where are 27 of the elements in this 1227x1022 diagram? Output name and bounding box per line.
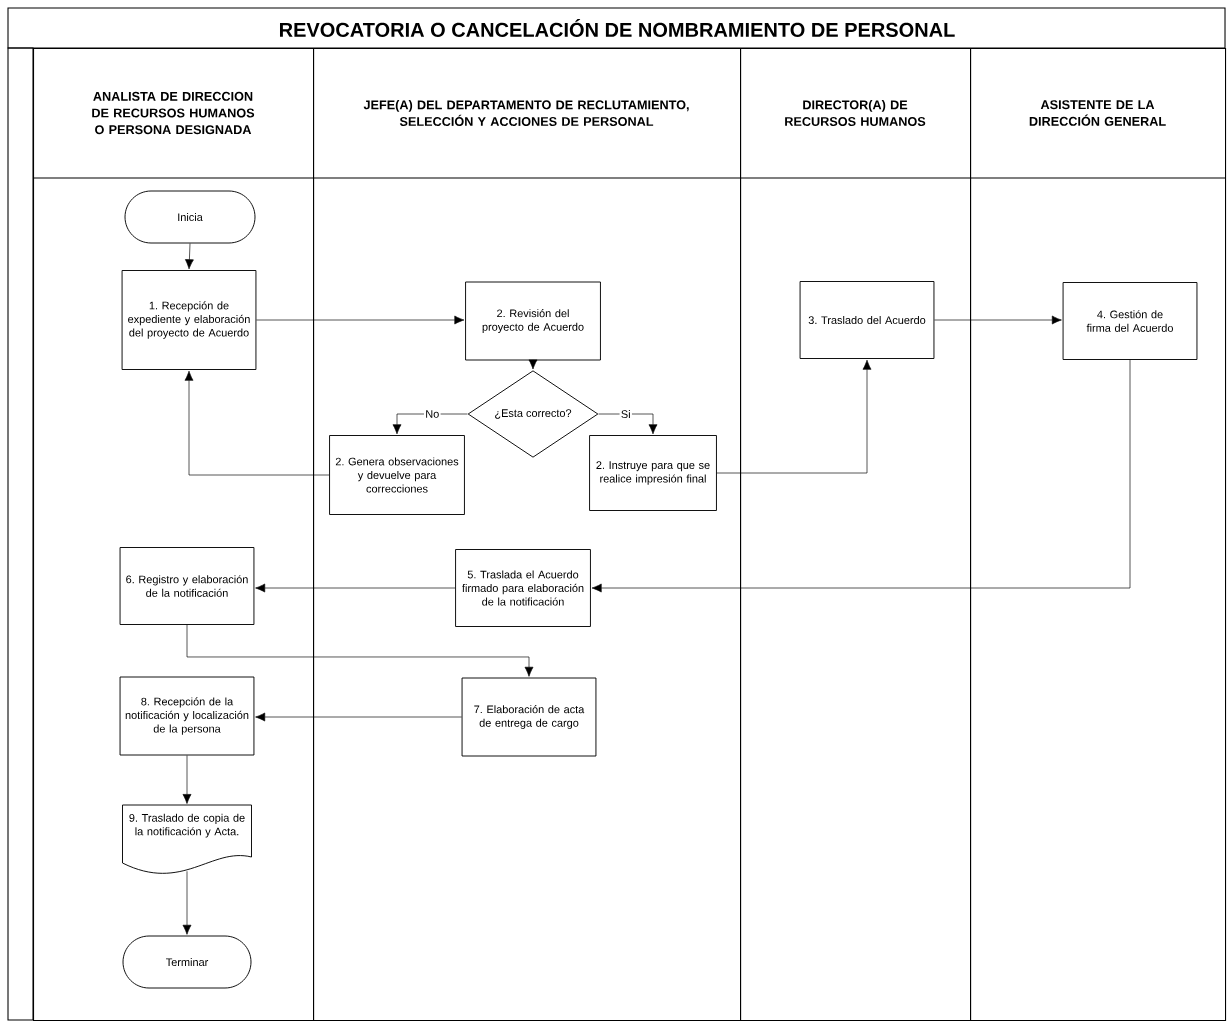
process-box: 2. Revisión del proyecto de Acuerdo	[465, 281, 601, 361]
process-box: 6. Registro y elaboración de la notificación	[119, 547, 255, 625]
arrow	[186, 624, 534, 677]
edge-label: Si	[619, 408, 632, 420]
arrow	[716, 359, 872, 474]
arrow	[255, 583, 456, 593]
process-box: 1. Recepción de expediente y elaboración del proyecto de Acuerdo	[121, 270, 257, 370]
arrow	[182, 870, 192, 935]
process-box: 2. Genera observaciones y devuelve para correcciones	[329, 435, 465, 515]
arrow	[392, 413, 468, 435]
process-box: 4. Gestión de firma del Acuerdo	[1062, 282, 1198, 360]
arrow	[256, 315, 465, 325]
arrow	[934, 315, 1062, 325]
title: REVOCATORIA O CANCELACIÓN DE NOMBRAMIENTO DE PERSONAL	[7, 7, 1226, 49]
arrow	[184, 370, 330, 476]
arrow	[591, 359, 1131, 593]
arrow	[598, 413, 658, 435]
process-box: 5. Traslada el Acuerdo firmado para elaboración de la notificación	[455, 549, 591, 627]
edge-label: No	[423, 408, 441, 420]
process-box: 3. Traslado del Acuerdo	[799, 281, 935, 359]
arrow	[182, 755, 192, 804]
process-box: 8. Recepción de la notificación y localización de la persona	[119, 676, 255, 756]
process-box: 2. Instruye para que se realice impresión final	[589, 435, 717, 511]
arrow	[255, 712, 462, 722]
process-box: 7. Elaboración de acta de entrega de cargo	[461, 677, 597, 757]
arrow	[528, 359, 538, 370]
arrow	[185, 243, 194, 270]
